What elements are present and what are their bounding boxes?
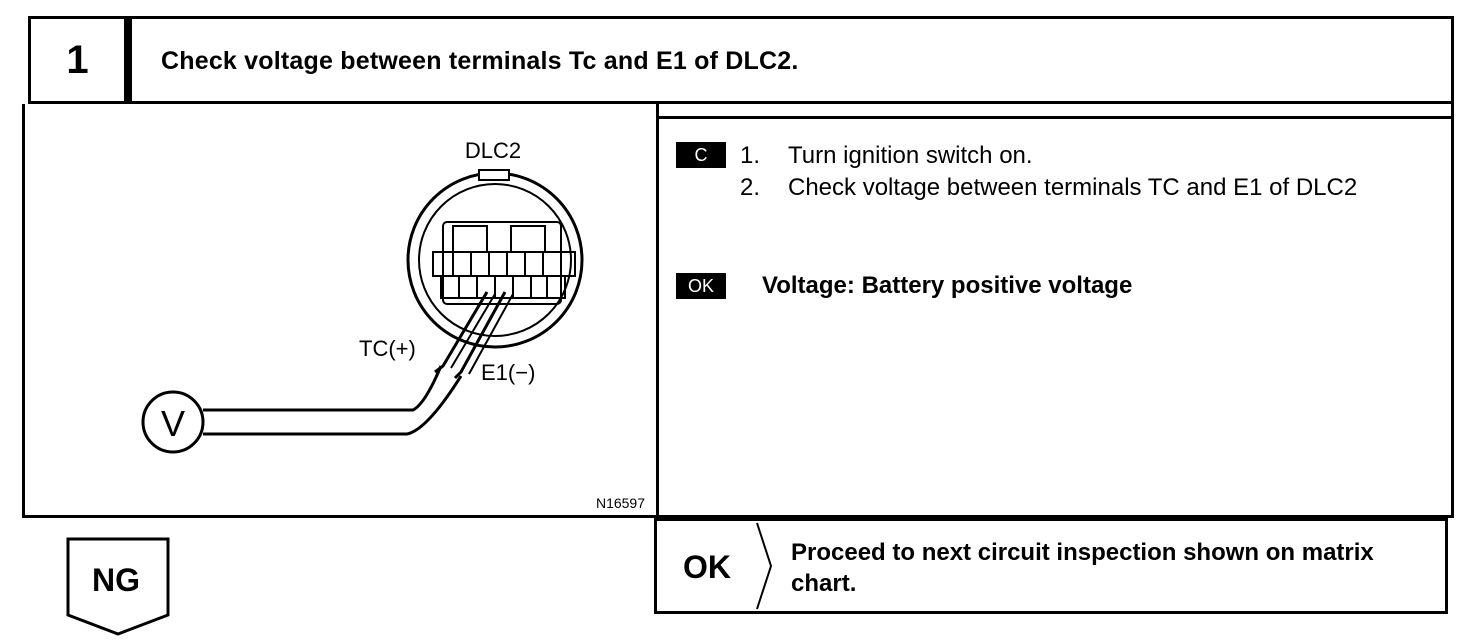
- terminal-upper-right: [510, 225, 546, 253]
- column-divider: [656, 104, 659, 518]
- inspection-box: V DLC2 TC(+) E1(−) N16597: [22, 104, 1454, 518]
- badge-check: C: [676, 142, 726, 168]
- procedure-step: 2. Check voltage between terminals TC an…: [740, 172, 1428, 204]
- chevron-right-icon: [756, 522, 773, 610]
- e1-label: E1(−): [481, 360, 535, 385]
- step-number-cell: 1: [31, 19, 127, 101]
- voltage-spec: Voltage: Battery positive voltage: [762, 272, 1133, 299]
- connector-key: [478, 169, 510, 181]
- procedure-step-text: Check voltage between terminals TC and E…: [788, 174, 1358, 201]
- step-number-shadow: [127, 19, 132, 101]
- ng-branch-label: NG: [92, 562, 140, 598]
- procedure-step: 1. Turn ignition switch on.: [740, 140, 1428, 172]
- voltmeter-circle: [141, 390, 205, 454]
- step-number: 1: [66, 37, 89, 82]
- e1-probe: [453, 291, 507, 380]
- voltmeter-label: V: [161, 403, 185, 444]
- procedure-step-number: 1.: [740, 142, 761, 169]
- terminal-middle-row: [432, 251, 576, 277]
- ok-branch-text: Proceed to next circuit inspection shown…: [791, 539, 1374, 597]
- tc-label: TC(+): [359, 336, 416, 361]
- connector-label: DLC2: [465, 138, 521, 163]
- ng-branch-tab: [66, 537, 170, 636]
- procedure-step-number: 2.: [740, 174, 761, 201]
- right-column-top-rule: [659, 116, 1454, 119]
- step-title: Check voltage between terminals Tc and E…: [161, 47, 799, 75]
- connector-inner-ring: [418, 183, 572, 337]
- badge-ok: OK: [676, 273, 726, 299]
- dlc2-wiring-diagram: V DLC2 TC(+) E1(−) N16597: [141, 138, 645, 511]
- procedure-list: 1. Turn ignition switch on. 2. Check vol…: [740, 140, 1428, 204]
- ok-branch-box: OK Proceed to next circuit inspection sh…: [654, 518, 1448, 614]
- ok-branch-label: OK: [683, 549, 731, 585]
- procedure-step-text: Turn ignition switch on.: [788, 142, 1033, 169]
- step-header: 1 Check voltage between terminals Tc and…: [28, 16, 1454, 104]
- figure-id: N16597: [596, 495, 645, 511]
- meter-lead-lower: [203, 375, 463, 436]
- terminal-upper-left: [452, 225, 488, 253]
- connector-outer-ring: [406, 171, 584, 349]
- meter-lead-upper: [203, 365, 443, 412]
